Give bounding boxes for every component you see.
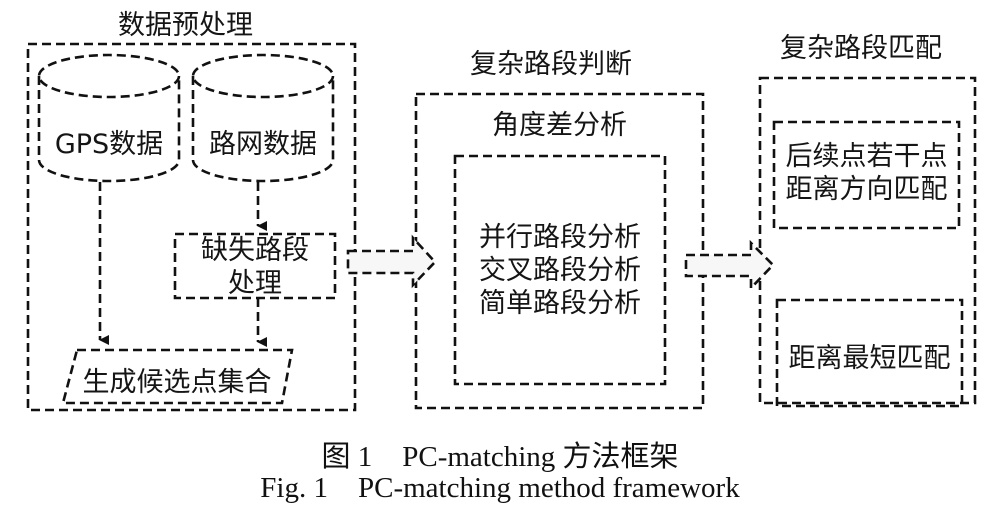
match-title: 复杂路段匹配 [780,33,942,64]
subsequent-line-2: 距离方向匹配 [785,174,948,205]
shortest-distance-label: 距离最短匹配 [788,343,951,374]
caption-cn: 图 1 PC-matching 方法框架 [0,433,1000,475]
missing-segment-line-1: 缺失路段 [201,235,309,266]
subsequent-points-box [772,120,961,230]
gps-database-icon [37,53,181,183]
parallel-segment-analysis: 并行路段分析 [479,222,641,253]
candidate-set-box [61,348,294,405]
preprocess-title: 数据预处理 [118,10,253,41]
missing-segment-label: 缺失路段 处理 [175,234,335,300]
caption-en-text: PC-matching method framework [357,472,740,504]
arrow-preprocess-to-judge-icon [346,234,437,289]
judge-title: 复杂路段判断 [470,49,632,80]
analysis-inner-box [453,154,667,386]
gps-data-label: GPS数据 [54,129,164,160]
missing-segment-line-2: 处理 [228,268,282,299]
subsequent-points-label: 后续点若干点 距离方向匹配 [774,140,959,206]
subsequent-line-1: 后续点若干点 [785,141,948,172]
angle-analysis-title: 角度差分析 [492,110,627,141]
caption-cn-text: PC-matching 方法框架 [402,441,679,473]
road-network-database-icon [191,53,335,183]
shortest-distance-box [775,298,964,408]
road-network-label: 路网数据 [209,129,317,160]
analysis-list: 并行路段分析 交叉路段分析 简单路段分析 [455,221,665,320]
arrow-judge-to-match-icon [684,239,775,292]
caption-en-prefix: Fig. 1 [260,472,328,504]
caption-en: Fig. 1 PC-matching method framework [0,472,1000,505]
preprocess-container [26,42,357,412]
cross-segment-analysis: 交叉路段分析 [479,255,641,286]
caption-cn-prefix: 图 1 [321,441,373,473]
simple-segment-analysis: 简单路段分析 [479,288,641,319]
candidate-set-label: 生成候选点集合 [82,367,272,398]
match-container [758,76,977,405]
